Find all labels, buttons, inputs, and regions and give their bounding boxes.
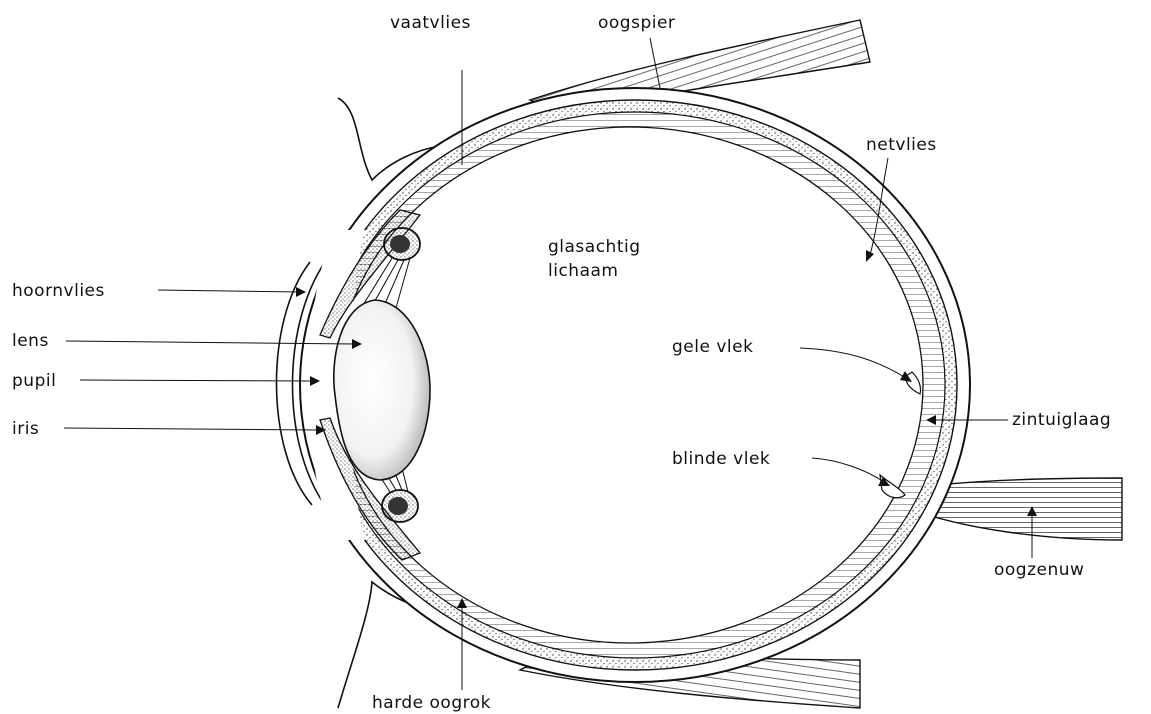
leader-hoornvlies — [158, 290, 300, 292]
label-oogspier: oogspier — [598, 13, 675, 33]
label-netvlies: netvlies — [866, 135, 937, 155]
label-vaatvlies: vaatvlies — [390, 13, 471, 33]
label-pupil: pupil — [12, 371, 56, 391]
label-oogzenuw: oogzenuw — [994, 560, 1084, 580]
arrow-hoornvlies — [296, 287, 306, 297]
label-blinde-vlek: blinde vlek — [672, 449, 770, 469]
label-hoornvlies: hoornvlies — [12, 281, 105, 301]
label-glasachtig: glasachtig — [548, 237, 641, 257]
ciliary-body-lower — [382, 490, 418, 522]
label-harde-oogrok: harde oogrok — [372, 693, 491, 713]
ciliary-body-upper — [384, 228, 420, 260]
label-lens: lens — [12, 331, 49, 351]
label-iris: iris — [12, 419, 39, 439]
label-lichaam: lichaam — [548, 261, 618, 281]
label-zintuiglaag: zintuiglaag — [1012, 410, 1111, 430]
label-gele-vlek: gele vlek — [672, 337, 753, 357]
